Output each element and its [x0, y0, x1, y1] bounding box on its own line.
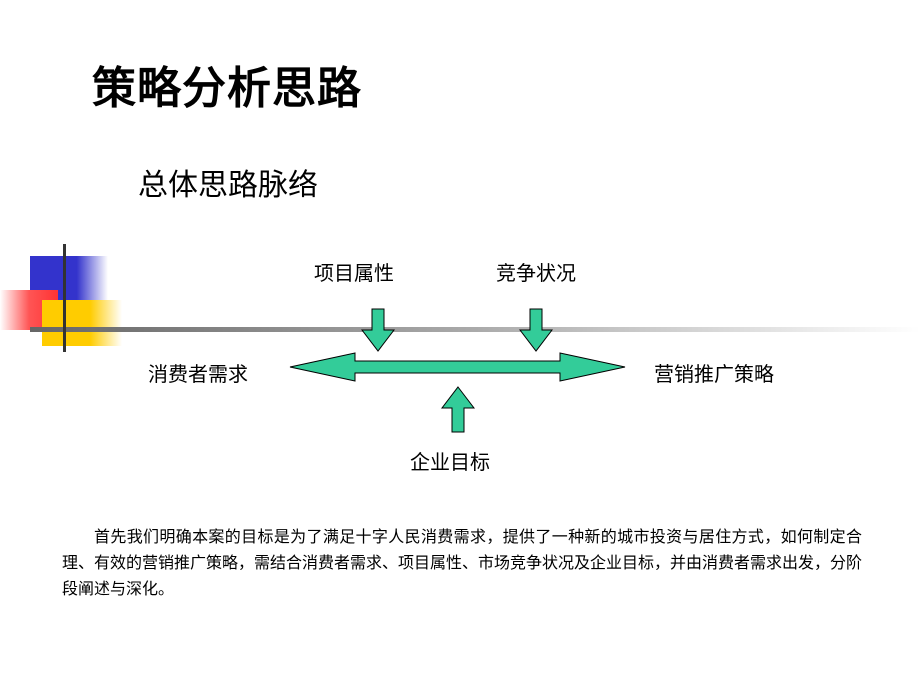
page-subtitle: 总体思路脉络 [138, 168, 318, 203]
page-title: 策略分析思路 [92, 63, 362, 114]
down-arrow-left-icon [360, 308, 396, 352]
decor-vertical-line [63, 244, 66, 352]
label-project-attributes: 项目属性 [314, 261, 394, 285]
label-consumer-demand: 消费者需求 [148, 362, 248, 386]
label-corporate-goals: 企业目标 [410, 450, 490, 474]
decor-yellow-square [42, 300, 122, 346]
up-arrow-icon [440, 386, 476, 433]
double-arrow-icon [289, 352, 626, 382]
label-competition: 竞争状况 [496, 261, 576, 285]
down-arrow-right-icon [518, 308, 554, 352]
label-marketing-strategy: 营销推广策略 [654, 362, 774, 386]
body-paragraph: 首先我们明确本案的目标是为了满足十字人民消费需求，提供了一种新的城市投资与居住方… [62, 527, 863, 598]
decor-horizontal-line [30, 327, 920, 332]
